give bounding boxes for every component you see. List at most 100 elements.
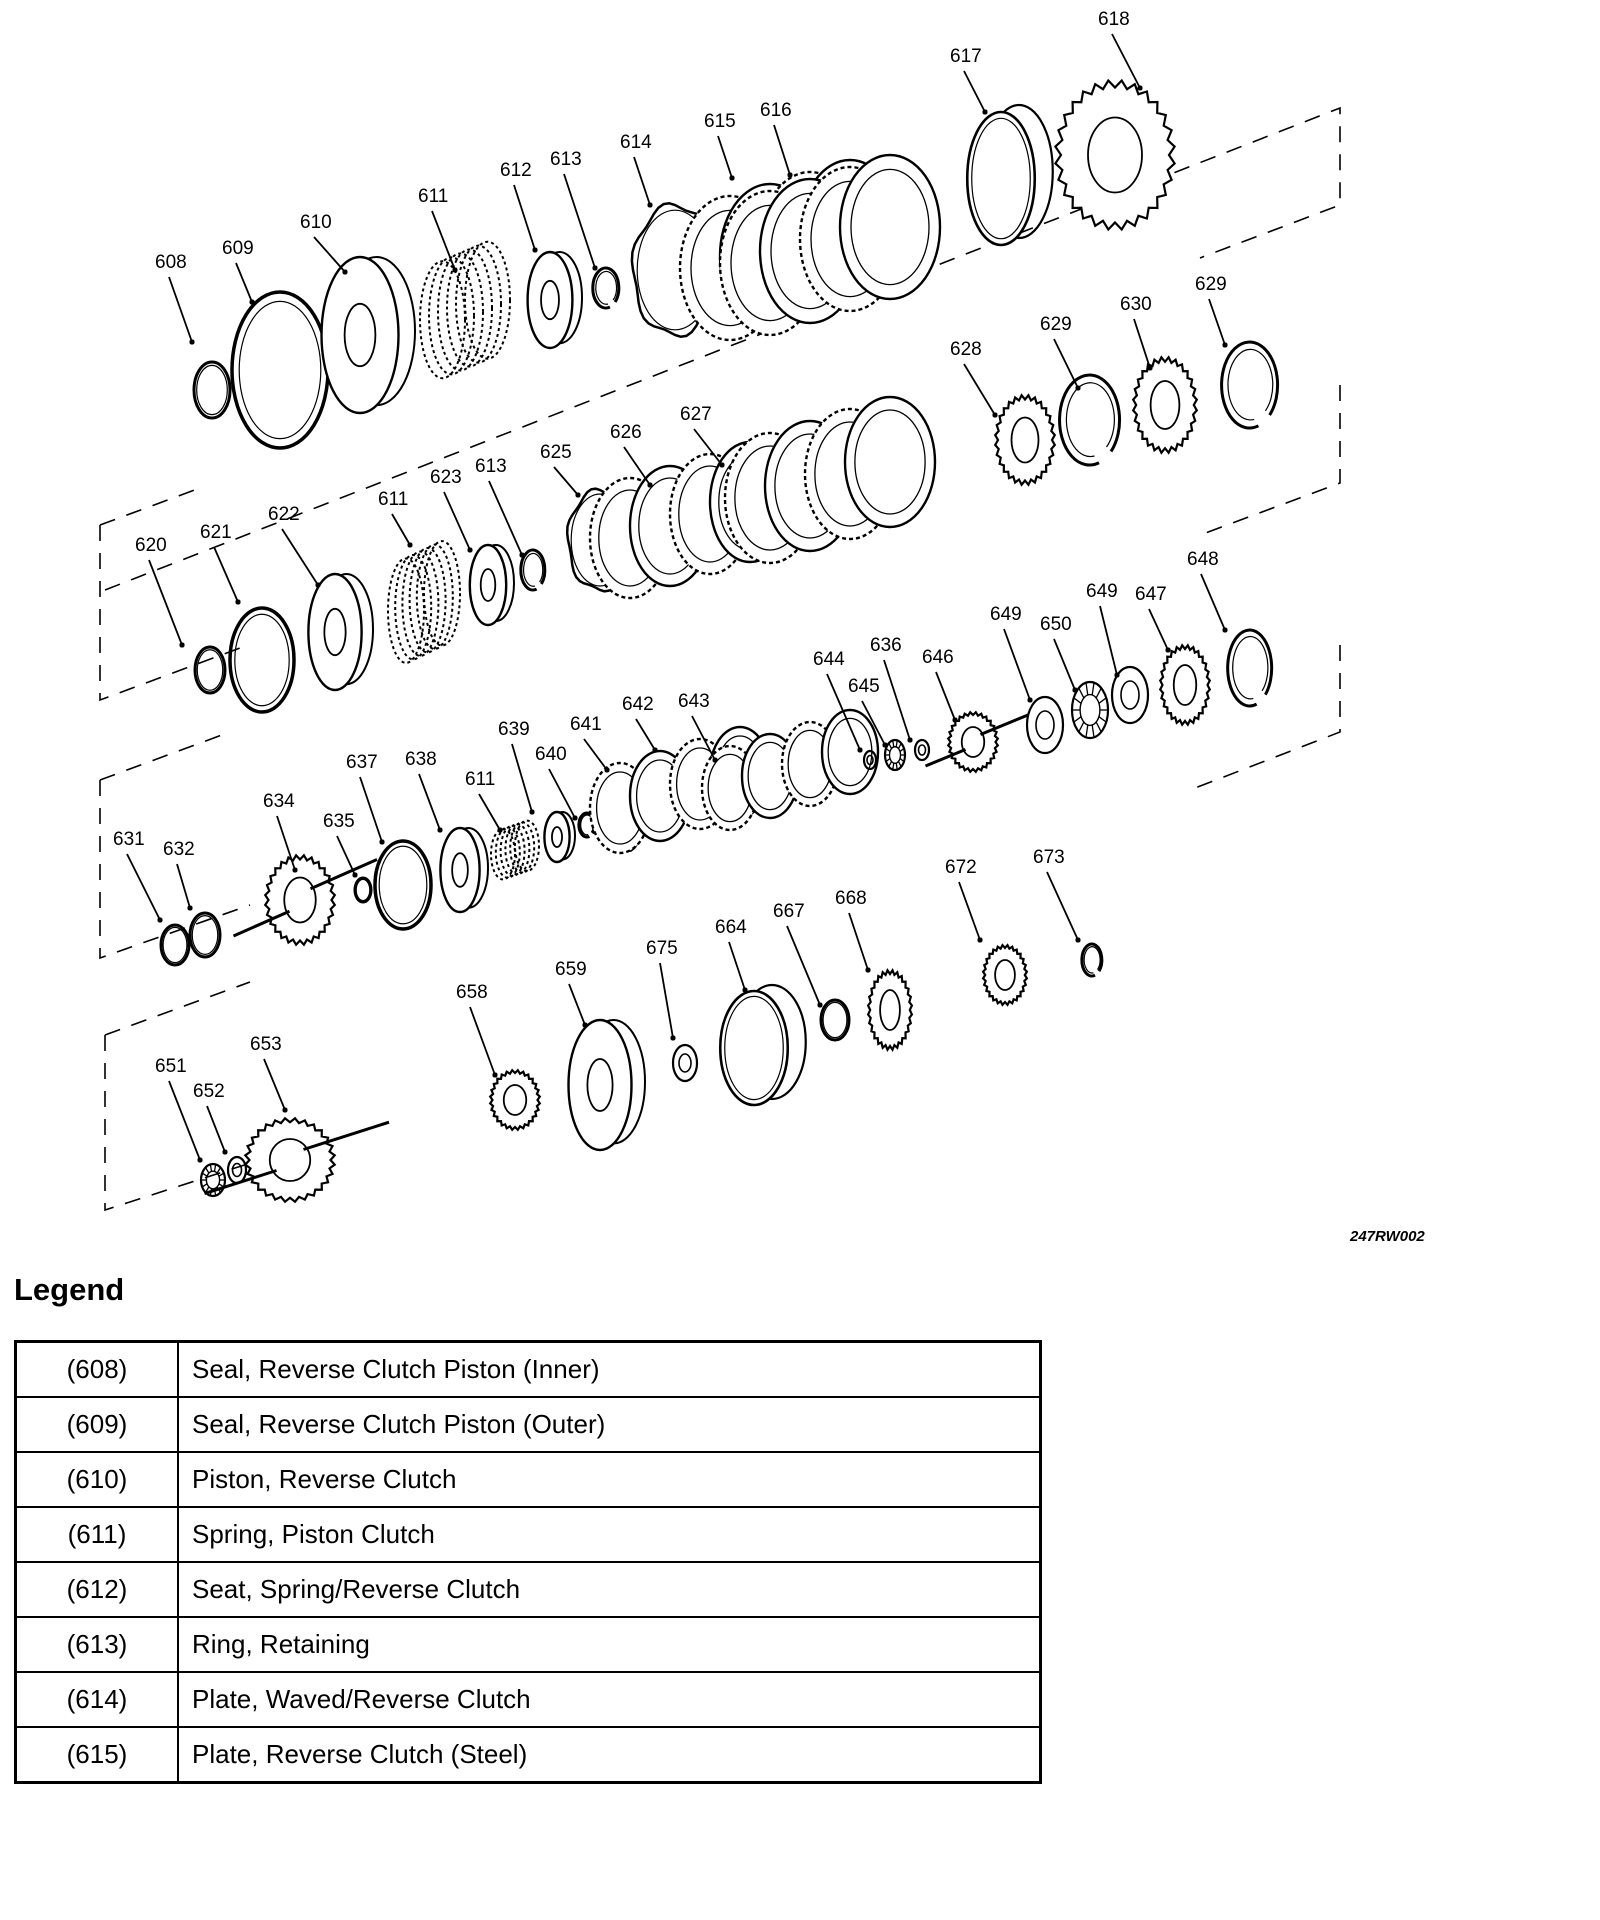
- part-ring-large: [373, 839, 433, 931]
- callout-672: 672: [945, 857, 977, 878]
- leader-line: [276, 815, 298, 873]
- part-band: [965, 103, 1054, 247]
- leader-line: [1200, 573, 1228, 633]
- callout-659: 659: [555, 959, 587, 980]
- legend-row: (615)Plate, Reverse Clutch (Steel): [14, 1726, 1042, 1784]
- legend-number: (608): [14, 1340, 179, 1398]
- leader-line: [848, 912, 871, 973]
- callout-622: 622: [268, 504, 300, 525]
- leader-line: [206, 1105, 228, 1155]
- legend-description: Plate, Reverse Clutch (Steel): [177, 1726, 1042, 1784]
- part-gear-small: [488, 1068, 542, 1132]
- part-snap-ring: [1080, 942, 1104, 978]
- callout-610: 610: [300, 212, 332, 233]
- callout-620: 620: [135, 535, 167, 556]
- legend-number: (615): [14, 1726, 179, 1784]
- callout-629: 629: [1040, 314, 1072, 335]
- legend-title: Legend: [14, 1272, 125, 1307]
- callout-650: 650: [1040, 614, 1072, 635]
- leader-line: [693, 428, 725, 468]
- callout-629: 629: [1195, 274, 1227, 295]
- part-spring: [490, 819, 540, 881]
- callout-634: 634: [263, 791, 295, 812]
- leader-line: [1208, 298, 1228, 348]
- callout-609: 609: [222, 238, 254, 259]
- callout-641: 641: [570, 714, 602, 735]
- callout-612: 612: [500, 160, 532, 181]
- leader-line: [1148, 608, 1171, 653]
- callout-621: 621: [200, 522, 232, 543]
- part-seat: [543, 810, 577, 864]
- row-frame-line: [99, 645, 1341, 960]
- callout-652: 652: [193, 1081, 225, 1102]
- callout-626: 626: [610, 422, 642, 443]
- leader-line: [168, 276, 195, 345]
- leader-line: [553, 466, 581, 498]
- part-seat: [526, 250, 583, 350]
- part-ring-small: [819, 998, 851, 1042]
- part-snap-ring: [1226, 628, 1274, 708]
- callout-648: 648: [1187, 549, 1219, 570]
- legend-row: (612)Seat, Spring/Reverse Clutch: [14, 1561, 1042, 1618]
- legend-description: Seal, Reverse Clutch Piston (Inner): [177, 1340, 1042, 1398]
- part-band: [718, 983, 807, 1107]
- leader-line: [478, 793, 503, 833]
- callout-616: 616: [760, 100, 792, 121]
- part-piston: [307, 572, 374, 692]
- leader-line: [728, 941, 748, 993]
- legend-number: (609): [14, 1396, 179, 1453]
- callout-645: 645: [848, 676, 880, 697]
- part-ring-large: [230, 290, 330, 450]
- part-snap-ring: [591, 266, 621, 310]
- callout-647: 647: [1135, 584, 1167, 605]
- row-frame-line: [104, 106, 1341, 591]
- leader-line: [691, 715, 718, 763]
- legend-description: Ring, Retaining: [177, 1616, 1042, 1673]
- leader-line: [659, 962, 676, 1041]
- leader-line: [281, 528, 321, 588]
- part-bearing: [883, 738, 907, 772]
- leader-line: [563, 173, 598, 271]
- leader-lines: [126, 33, 1228, 1163]
- callout-637: 637: [346, 752, 378, 773]
- legend-row: (608)Seal, Reverse Clutch Piston (Inner): [14, 1340, 1042, 1398]
- part-ring-small: [353, 876, 373, 904]
- part-gear-shaft: [232, 853, 378, 947]
- leader-line: [443, 491, 473, 553]
- leader-line: [469, 1006, 498, 1078]
- callout-611: 611: [378, 489, 408, 510]
- leader-line: [568, 983, 588, 1028]
- legend-number: (611): [14, 1506, 179, 1563]
- callout-643: 643: [678, 691, 710, 712]
- part-piston: [439, 826, 489, 914]
- drawing-reference: 247RW002: [1349, 1228, 1425, 1245]
- leader-line: [1053, 338, 1081, 391]
- leader-line: [623, 446, 653, 488]
- part-washer: [1110, 665, 1150, 725]
- leader-line: [861, 700, 888, 748]
- leader-line: [1111, 33, 1143, 91]
- legend-description: Seat, Spring/Reverse Clutch: [177, 1561, 1042, 1618]
- part-snap-ring: [519, 548, 547, 592]
- leader-line: [126, 853, 163, 923]
- legend-description: Plate, Waved/Reverse Clutch: [177, 1671, 1042, 1728]
- callout-627: 627: [680, 404, 712, 425]
- callout-617: 617: [950, 46, 982, 67]
- legend-table: (608)Seal, Reverse Clutch Piston (Inner)…: [14, 1340, 1042, 1784]
- part-snap-ring: [1058, 373, 1122, 467]
- legend-row: (614)Plate, Waved/Reverse Clutch: [14, 1671, 1042, 1728]
- callout-628: 628: [950, 339, 982, 360]
- leader-line: [488, 480, 525, 558]
- leader-line: [513, 184, 538, 253]
- callout-632: 632: [163, 839, 195, 860]
- callout-673: 673: [1033, 847, 1065, 868]
- legend-description: Seal, Reverse Clutch Piston (Outer): [177, 1396, 1042, 1453]
- leader-line: [359, 776, 385, 845]
- part-drum: [1053, 78, 1177, 232]
- part-housing-cup: [567, 1018, 646, 1152]
- callout-651: 651: [155, 1056, 187, 1077]
- legend-description: Spring, Piston Clutch: [177, 1506, 1042, 1563]
- part-washer: [1025, 695, 1065, 755]
- callout-611: 611: [465, 769, 495, 790]
- callout-636: 636: [870, 635, 902, 656]
